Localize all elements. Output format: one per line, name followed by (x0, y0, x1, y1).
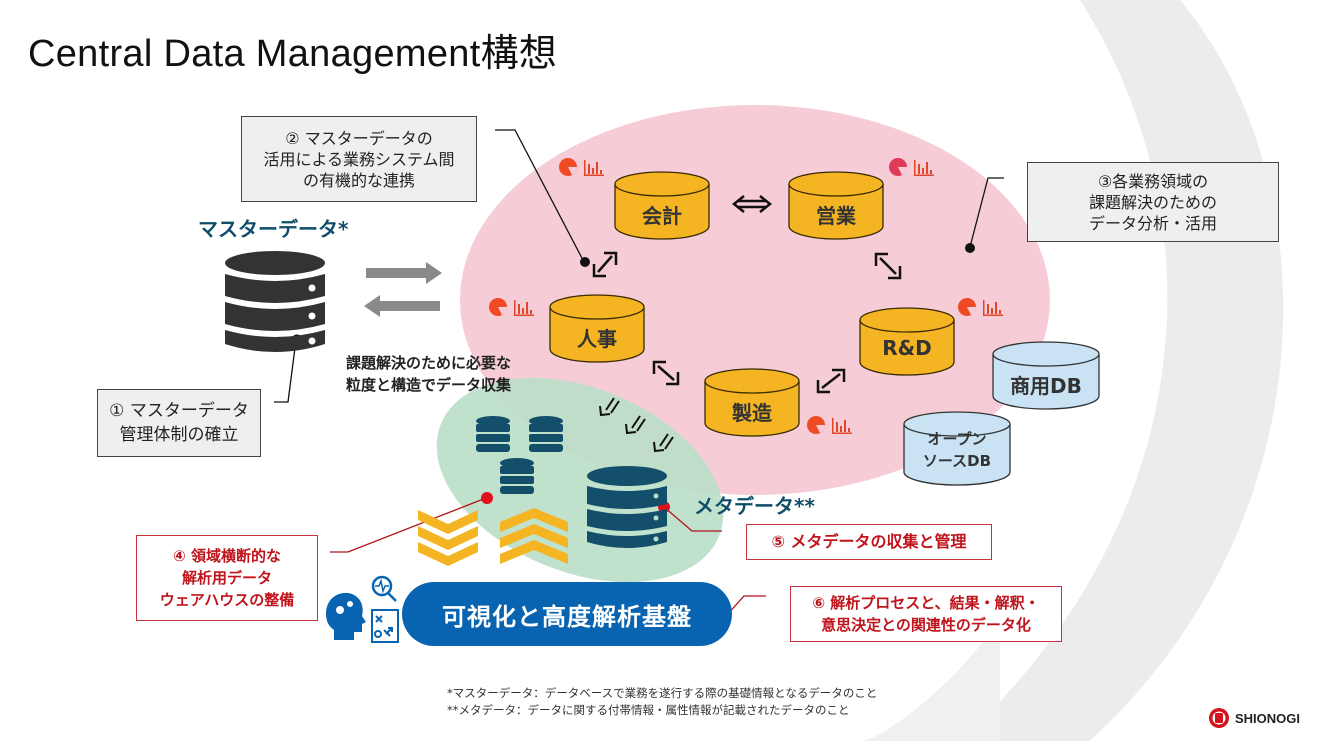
domain-label: 製造 (732, 401, 772, 425)
collect-arrow (599, 397, 620, 417)
magnifier-pulse-icon (371, 575, 397, 602)
metadata-database-icon (587, 466, 667, 548)
callout-1-leader (274, 339, 297, 403)
callout-3-leader (969, 177, 1004, 248)
head-gears-icon (326, 592, 366, 640)
domain-cylinder-rd: R&D (859, 306, 955, 378)
bar-chart-icon (514, 300, 534, 316)
collect-arrow (653, 433, 674, 453)
domain-analytics-icons (957, 296, 1009, 322)
collection-note-line: 課題解決のために必要な (346, 354, 512, 372)
page-title: Central Data Management構想 (28, 33, 558, 75)
bar-chart-icon (832, 418, 852, 434)
database-icon (529, 416, 563, 452)
db-label: 商用DB (1010, 374, 1082, 398)
domain-label: 会計 (642, 204, 682, 228)
database-icon (500, 458, 534, 494)
platform-icons (326, 575, 399, 643)
bar-chart-icon (914, 160, 934, 176)
callout-6: ⑥ 解析プロセスと、結果・解釈・ 意思決定との関連性のデータ化 (790, 586, 1062, 642)
strategy-board-icon (371, 609, 399, 643)
link-arrow-kaikei-jinji (592, 251, 618, 278)
callout-6-line: ⑥ 解析プロセスと、結果・解釈・ (812, 594, 1040, 612)
master-data-label: マスターデータ* (198, 217, 349, 241)
callout-4-line: 解析用データ (181, 569, 272, 587)
callout-2-dot (580, 257, 590, 267)
footnote-master-data: *マスターデータ：データベースで業務を遂行する際の基礎情報となるデータのこと (447, 686, 878, 700)
decorative-arc-lower (860, 620, 1000, 741)
callout-3-dot (965, 243, 975, 253)
callout-1-line: 管理体制の確立 (119, 425, 239, 445)
chevron-up-icon (500, 508, 568, 564)
callout-4-line: ④ 領域横断的な (173, 547, 281, 565)
callout-4-leader (330, 497, 487, 553)
domain-cylinder-eigyo: 営業 (788, 170, 884, 242)
collect-arrow (625, 415, 646, 435)
chevron-down-icon (418, 510, 478, 566)
callout-3-line: データ分析・活用 (1088, 213, 1217, 233)
metadata-label: メタデータ** (694, 494, 815, 518)
collection-note: 課題解決のために必要な 粒度と構造でデータ収集 (346, 352, 511, 396)
footnotes: *マスターデータ：データベースで業務を遂行する際の基礎情報となるデータのこと *… (447, 685, 877, 719)
domain-analytics-icons (888, 156, 940, 182)
logo-text: SHIONOGI (1235, 710, 1301, 726)
shionogi-logo: SHIONOGI (1208, 707, 1300, 729)
domain-cylinder-jinji: 人事 (549, 293, 645, 365)
callout-4: ④ 領域横断的な 解析用データ ウェアハウスの整備 (136, 535, 318, 621)
domain-label: 営業 (816, 204, 856, 228)
domain-analytics-icons (806, 414, 858, 440)
db-label: オープン ソースDB (903, 428, 1011, 472)
sync-arrow-left (364, 295, 440, 317)
callout-5: ⑤ メタデータの収集と管理 (746, 524, 992, 560)
db-label-line: オープン (927, 430, 987, 448)
callout-3-line: ③各業務領域の (1097, 171, 1209, 191)
warehouse-databases (476, 416, 563, 494)
collection-note-line: 粒度と構造でデータ収集 (346, 376, 512, 394)
callout-4-dot (481, 492, 493, 504)
domain-cylinder-kaikei: 会計 (614, 170, 710, 242)
shionogi-logo-icon (1209, 708, 1229, 728)
callout-3-line: 課題解決のための (1088, 192, 1217, 212)
domain-label: 人事 (577, 327, 617, 351)
link-arrow-eigyo-rd (874, 252, 902, 280)
callout-2-line: の有機的な連携 (302, 170, 415, 190)
callout-1: ① マスターデータ 管理体制の確立 (97, 389, 261, 457)
analytics-platform-pill: 可視化と高度解析基盤 (402, 582, 732, 646)
domain-analytics-icons (488, 296, 540, 322)
callout-4-line: ウェアハウスの整備 (159, 591, 295, 609)
callout-2: ② マスターデータの 活用による業務システム間 の有機的な連携 (241, 116, 477, 202)
sync-arrow-right (366, 262, 442, 284)
domain-label: R&D (882, 336, 932, 360)
link-arrow-kaikei-eigyo (731, 195, 773, 213)
callout-6-leader (725, 595, 766, 617)
database-icon (476, 416, 510, 452)
callout-2-line: 活用による業務システム間 (263, 149, 455, 169)
footnote-metadata: **メタデータ：データに関する付帯情報・属性情報が記載されたデータのこと (447, 703, 850, 717)
bar-chart-icon (983, 300, 1003, 316)
callout-6-line: 意思決定との関連性のデータ化 (821, 616, 1031, 634)
domain-cylinder-seizou: 製造 (704, 367, 800, 439)
callout-2-leader (495, 129, 585, 263)
commercial-db-cylinder: 商用DB (992, 340, 1100, 412)
callout-2-line: ② マスターデータの (285, 128, 433, 148)
link-arrow-seizou-rd (816, 368, 846, 394)
domain-analytics-icons (558, 156, 610, 182)
master-database-icon (225, 251, 325, 352)
bar-chart-icon (584, 160, 604, 176)
callout-3: ③各業務領域の 課題解決のための データ分析・活用 (1027, 162, 1279, 242)
link-arrow-jinji-seizou (652, 360, 680, 386)
callout-1-line: ① マスターデータ (109, 401, 249, 421)
open-source-db-cylinder: オープン ソースDB (903, 410, 1011, 488)
db-label-line: ソースDB (922, 452, 992, 470)
callout-5-line: ⑤ メタデータの収集と管理 (771, 532, 967, 551)
callout-5-leader (663, 506, 722, 532)
